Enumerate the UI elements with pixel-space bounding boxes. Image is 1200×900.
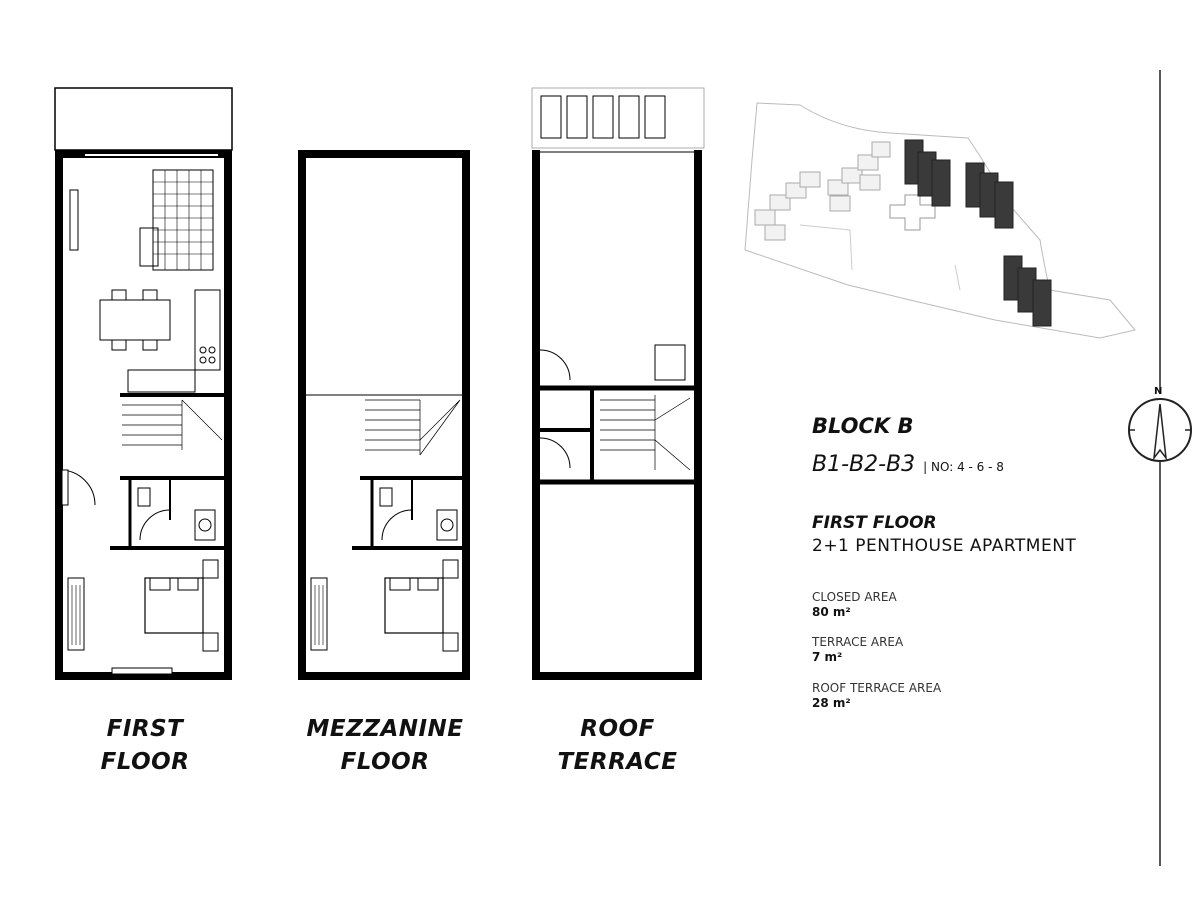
roof-terrace-area-value: 28 m² xyxy=(812,696,851,710)
mezzanine-label-line2: FLOOR xyxy=(340,749,430,775)
mezzanine-floor-label: MEZZANINE FLOOR xyxy=(290,713,480,779)
unit-codes: B1-B2-B3 | NO: 4 - 6 - 8 xyxy=(812,452,1004,477)
roof-terrace-label: ROOF TERRACE xyxy=(530,713,705,779)
floor-title: FIRST FLOOR xyxy=(812,513,937,533)
compass-icon xyxy=(1128,398,1192,462)
closed-area-label: CLOSED AREA xyxy=(812,590,897,604)
roof-terrace-label-line1: ROOF xyxy=(580,716,655,742)
mezzanine-floor-plan xyxy=(298,150,470,680)
first-floor-label-line2: FLOOR xyxy=(100,749,190,775)
unit-list: B1-B2-B3 xyxy=(812,452,916,477)
apartment-type: 2+1 PENTHOUSE APARTMENT xyxy=(812,536,1077,556)
block-title: BLOCK B xyxy=(812,414,914,438)
unit-numbers: | NO: 4 - 6 - 8 xyxy=(923,460,1004,474)
roof-terrace-label-line2: TERRACE xyxy=(557,749,678,775)
mezzanine-label-line1: MEZZANINE xyxy=(306,716,464,742)
site-key-plan xyxy=(744,102,1136,339)
first-floor-plan xyxy=(54,87,233,680)
terrace-area-value: 7 m² xyxy=(812,650,843,664)
first-floor-label: FIRST FLOOR xyxy=(60,713,230,779)
closed-area-value: 80 m² xyxy=(812,605,851,619)
compass-north-label: N xyxy=(1154,386,1163,397)
roof-terrace-plan xyxy=(531,87,705,680)
terrace-area-label: TERRACE AREA xyxy=(812,635,904,649)
first-floor-label-line1: FIRST xyxy=(106,716,184,742)
roof-terrace-area-label: ROOF TERRACE AREA xyxy=(812,681,942,695)
